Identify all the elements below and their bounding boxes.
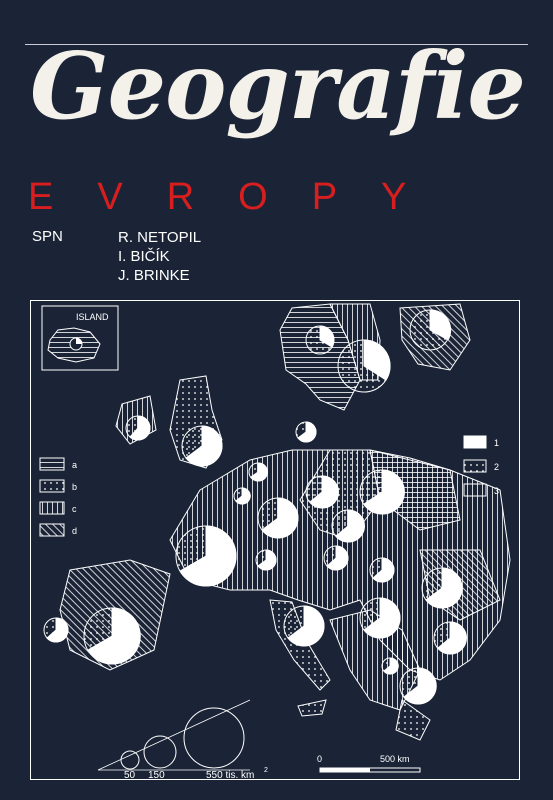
authors: R. NETOPIL I. BIČÍK J. BRINKE bbox=[118, 228, 201, 285]
scale-bar: 0 500 km bbox=[317, 754, 421, 773]
legend-b: b bbox=[72, 482, 77, 492]
pie-charts bbox=[43, 309, 467, 705]
inset-label: ISLAND bbox=[76, 312, 109, 322]
size-label-50: 50 bbox=[124, 770, 136, 780]
legend-2: 2 bbox=[494, 462, 499, 472]
author-1: R. NETOPIL bbox=[118, 229, 202, 246]
book-subtitle: EVROPY bbox=[28, 176, 451, 218]
author-3: J. BRINKE bbox=[118, 267, 190, 284]
pie-legend: 1 2 3 bbox=[463, 435, 499, 497]
size-label-550: 550 tis. km bbox=[206, 770, 254, 780]
iceland-inset: ISLAND bbox=[41, 305, 119, 371]
publisher: SPN bbox=[32, 228, 63, 245]
top-rule bbox=[25, 44, 528, 45]
scale-end: 500 km bbox=[380, 754, 410, 764]
size-label-150: 150 bbox=[148, 770, 165, 780]
scale-start: 0 bbox=[317, 754, 322, 764]
legend-d: d bbox=[72, 526, 77, 536]
legend-3: 3 bbox=[494, 486, 499, 496]
legend-a: a bbox=[72, 460, 77, 470]
size-unit-superscript: 2 bbox=[264, 767, 268, 774]
legend-1: 1 bbox=[494, 438, 499, 448]
europe-map: ISLAND bbox=[30, 300, 520, 780]
map-frame bbox=[30, 300, 520, 780]
pattern-legend: a b c d bbox=[39, 457, 77, 537]
size-legend: 50 150 550 tis. km 2 bbox=[97, 699, 268, 780]
author-2: I. BIČÍK bbox=[118, 248, 170, 265]
book-title: Geografie bbox=[30, 32, 526, 140]
legend-c: c bbox=[72, 504, 77, 514]
